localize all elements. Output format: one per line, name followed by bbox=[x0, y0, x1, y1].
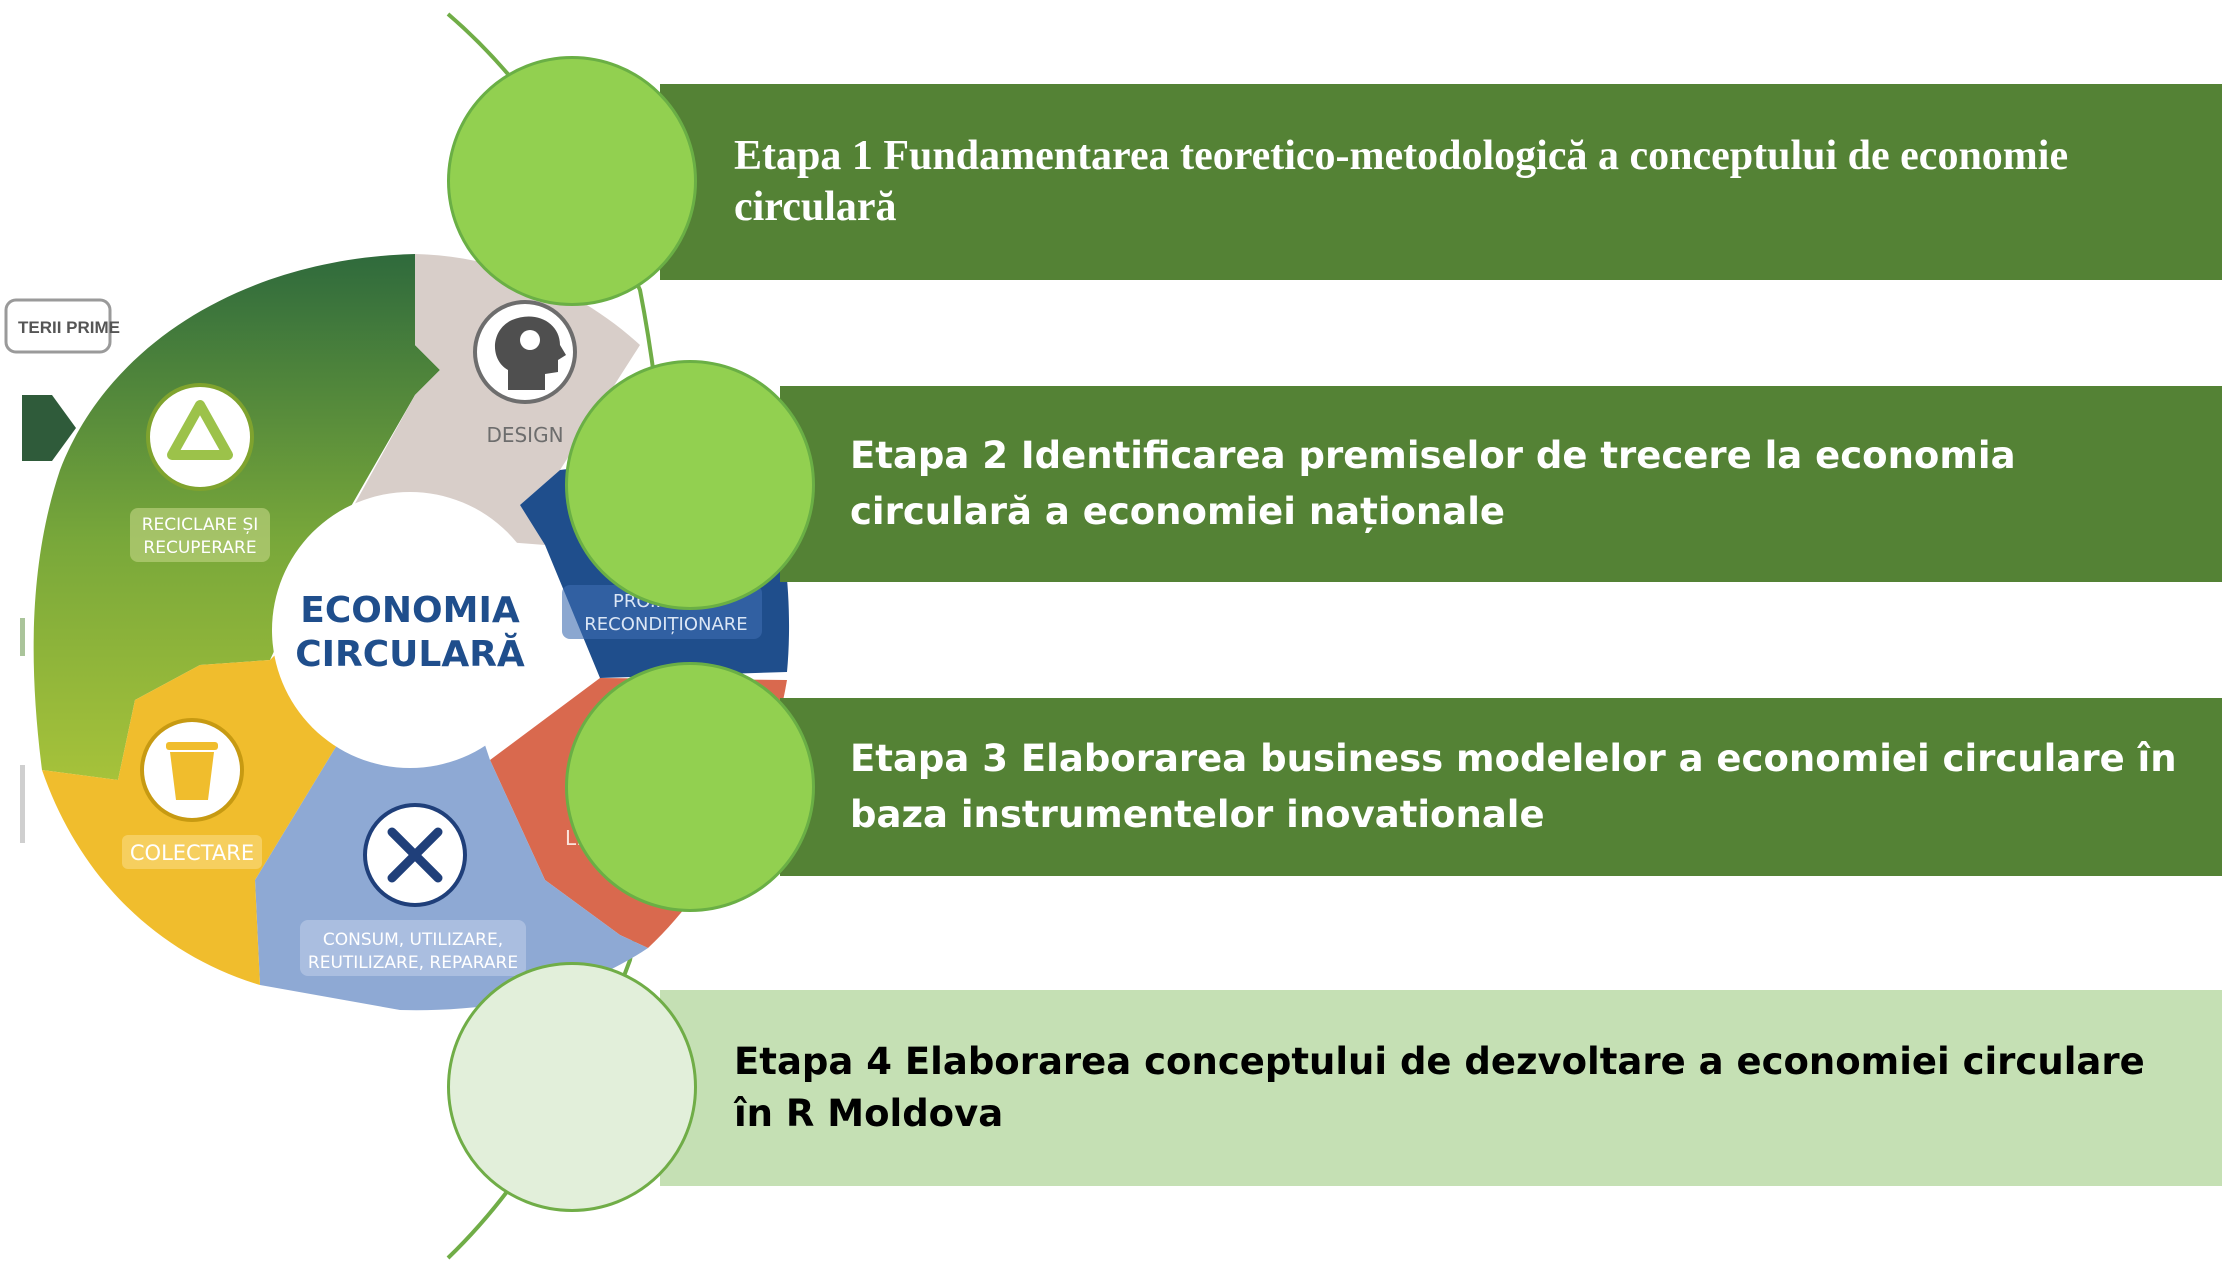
bin-lid bbox=[166, 742, 218, 750]
stage-3-band: Etapa 3 Elaborarea business modelelor a … bbox=[780, 698, 2222, 876]
raw-materials-label: TERII PRIME bbox=[18, 318, 120, 337]
center-label-line2: CIRCULARĂ bbox=[295, 632, 525, 675]
recycling-label-line1: RECICLARE ȘI bbox=[142, 515, 259, 535]
bin-shape bbox=[170, 752, 214, 800]
screwdriver-shape bbox=[387, 827, 443, 883]
stage-3-text: Etapa 3 Elaborarea business modelelor a … bbox=[850, 737, 2177, 836]
stage-1-circle bbox=[447, 56, 697, 306]
stage-3-circle bbox=[565, 662, 815, 912]
gear-small bbox=[520, 330, 540, 350]
stage-2-band: Etapa 2 Identificarea premiselor de trec… bbox=[780, 386, 2222, 582]
consumption-label-box bbox=[300, 920, 526, 976]
consumption-label-line2: REUTILIZARE, REPARARE bbox=[308, 953, 518, 973]
center-disc bbox=[272, 492, 548, 768]
consumption-label-line1: CONSUM, UTILIZARE, bbox=[323, 930, 503, 950]
left-mark-1 bbox=[20, 618, 25, 656]
collection-label: COLECTARE bbox=[130, 841, 254, 865]
stage-1-band: Etapa 1 Fundamentarea teoretico-metodolo… bbox=[660, 84, 2222, 280]
head-silhouette bbox=[494, 316, 566, 390]
center-label-line1: ECONOMIA bbox=[300, 590, 520, 631]
recycling-label-box bbox=[130, 508, 270, 562]
recycle-arrows bbox=[167, 400, 233, 460]
stage-1-text: Etapa 1 Fundamentarea teoretico-metodolo… bbox=[734, 133, 2069, 230]
raw-materials-tag bbox=[4, 298, 112, 354]
recycle-icon bbox=[146, 383, 254, 491]
stage-4-text: Etapa 4 Elaborarea conceptului de dezvol… bbox=[734, 1040, 2145, 1135]
stage-2-text: Etapa 2 Identificarea premiselor de trec… bbox=[850, 434, 2016, 533]
stage-2-circle bbox=[565, 360, 815, 610]
stage-4-band: Etapa 4 Elaborarea conceptului de dezvol… bbox=[660, 990, 2222, 1186]
collection-label-box bbox=[122, 835, 262, 869]
design-label: DESIGN bbox=[486, 423, 563, 447]
production-label-line2: RECONDIȚIONARE bbox=[584, 614, 747, 635]
stage-4-circle bbox=[447, 962, 697, 1212]
recycling-label-line2: RECUPERARE bbox=[143, 538, 256, 558]
left-mark-2 bbox=[20, 765, 25, 843]
input-arrow bbox=[22, 395, 76, 461]
